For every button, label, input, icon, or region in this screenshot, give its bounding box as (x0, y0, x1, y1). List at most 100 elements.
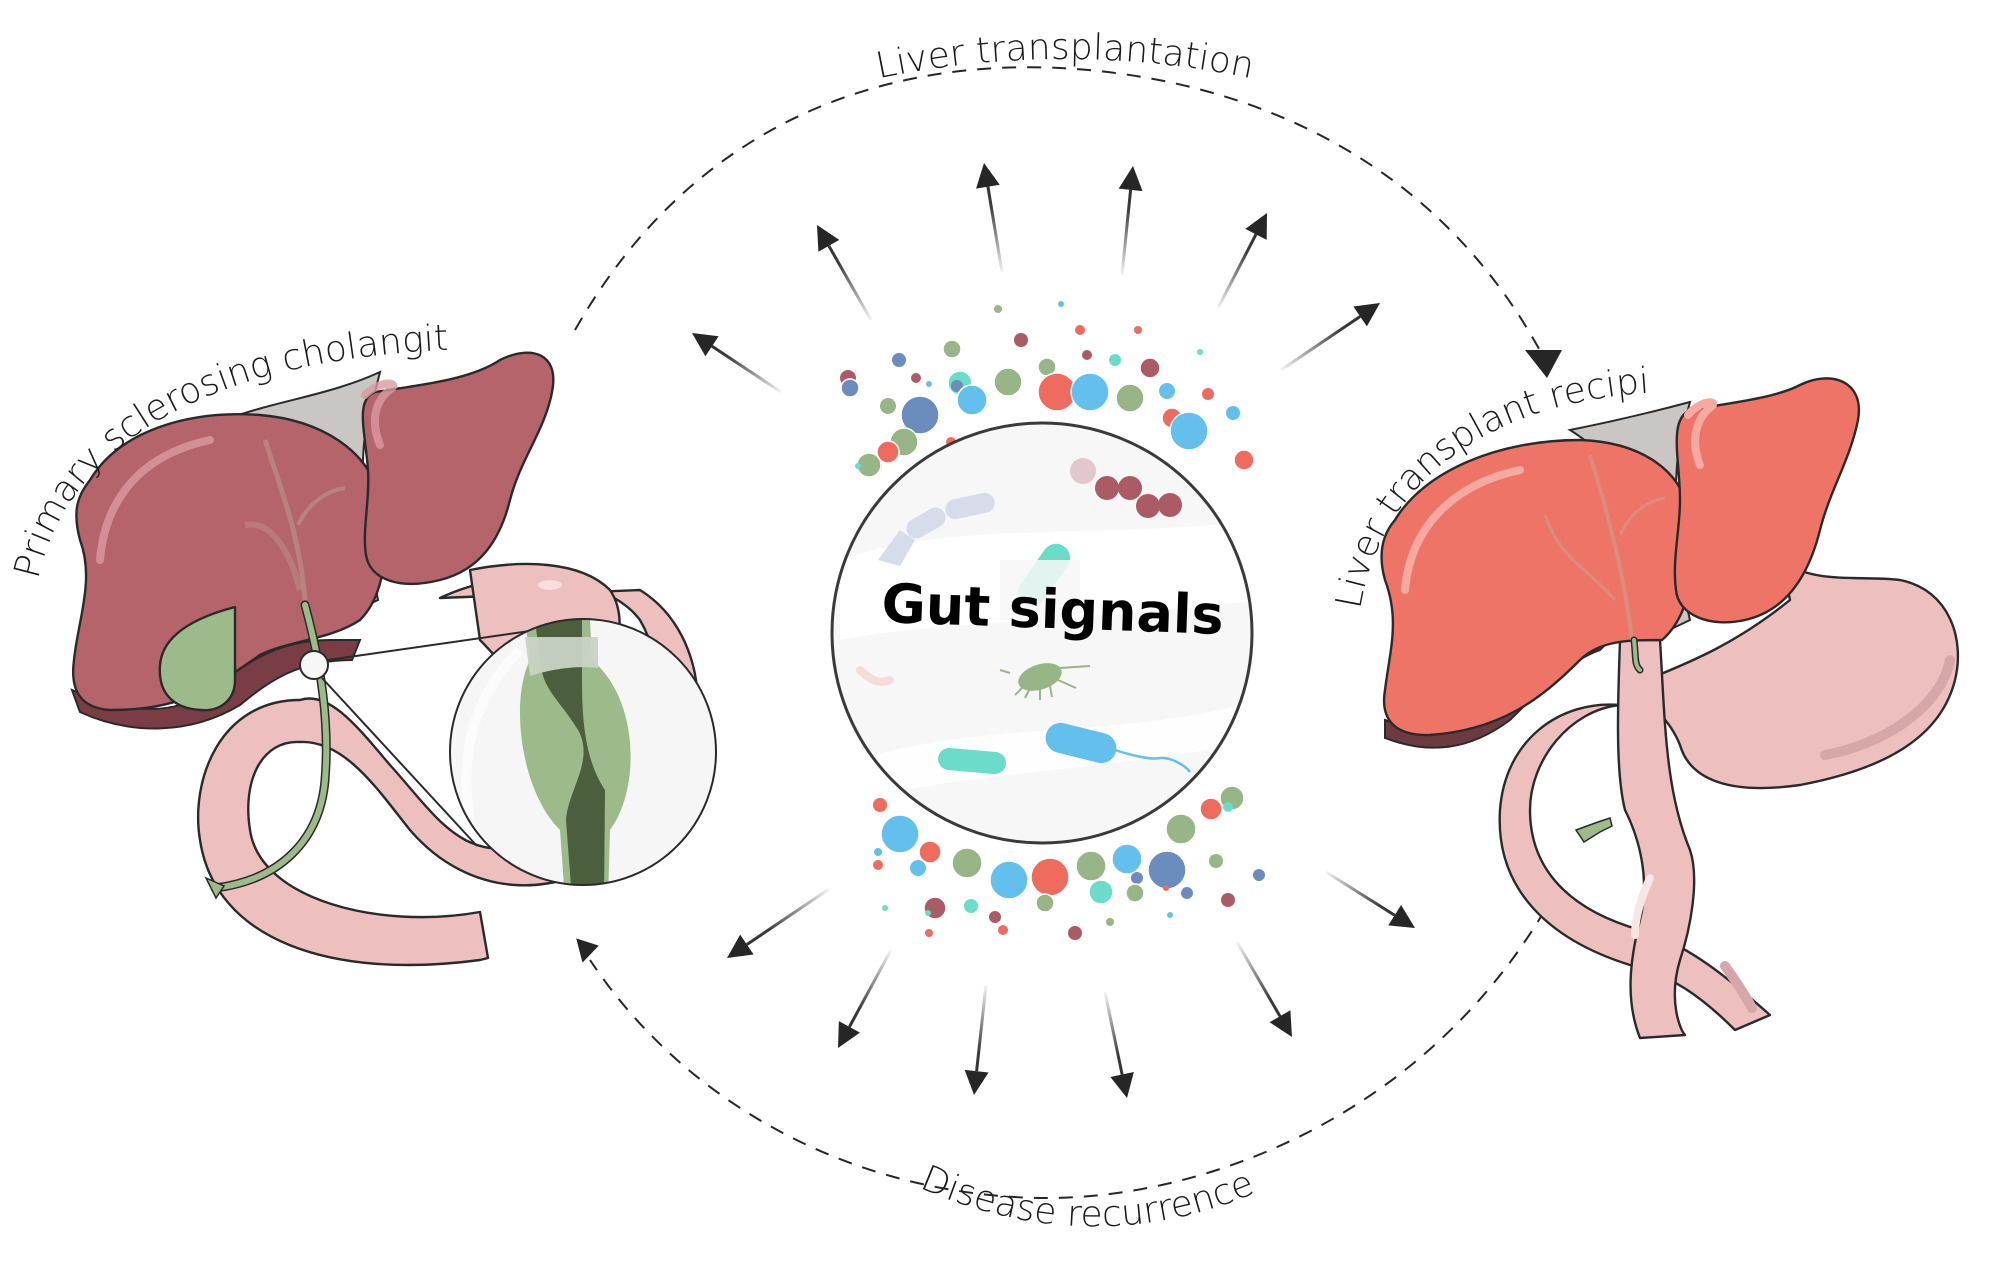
metabolite-bubble (1209, 854, 1223, 868)
metabolite-bubble (873, 798, 887, 812)
metabolite-bubble (873, 860, 883, 870)
gut-signals-title: Gut signals (881, 572, 1225, 647)
metabolite-bubble (1199, 797, 1223, 821)
metabolite-bubble (993, 367, 1023, 397)
signal-arrow-head (1353, 303, 1380, 327)
psc-liver-illustration (70, 351, 717, 967)
metabolite-bubble (925, 929, 933, 937)
liver-underside-shadow (70, 639, 362, 730)
signal-arrow-shaft (746, 887, 830, 946)
bile-duct-stricture-lens (449, 618, 717, 886)
metabolite-bubble (989, 911, 1001, 923)
roux-limb (1616, 638, 1696, 1040)
metabolite-bubble (951, 847, 983, 879)
metabolite-bubble (964, 899, 978, 913)
signal-arrow-head (1269, 1010, 1292, 1037)
signal-arrow-shaft (1120, 189, 1133, 276)
metabolite-bubble (1111, 843, 1143, 875)
metabolite-bubble (880, 398, 896, 414)
gut-signal-arrows (692, 163, 1415, 1098)
metabolite-bubble (1233, 449, 1255, 471)
metabolite-bubble (989, 860, 1029, 900)
metabolite-bubble (1147, 850, 1187, 890)
recurrence-arc (589, 909, 1546, 1200)
liver-left-lobe (361, 351, 555, 585)
gallbladder (158, 605, 237, 712)
metabolite-bubble (1125, 883, 1145, 903)
metabolite-bubble (882, 905, 888, 911)
metabolite-bubble (910, 860, 926, 876)
metabolite-bubble (1088, 879, 1114, 905)
metabolite-bubble (942, 339, 962, 359)
transplantation-arc-arrowhead (1525, 350, 1562, 378)
signal-arrow-shaft (848, 949, 893, 1028)
signal-arrow-head (692, 333, 719, 357)
signal-arrow-head (1110, 1072, 1134, 1098)
gut-lumen-circle: Gut signals (830, 421, 1254, 845)
metabolite-bubble (1109, 354, 1121, 366)
metabolite-bubble (956, 384, 988, 416)
metabolite-bubble (1197, 349, 1203, 355)
metabolite-bubble (1106, 918, 1114, 926)
signal-arrow-head (964, 1069, 989, 1095)
transplant-liver-right-lobe (1380, 438, 1694, 737)
metabolite-bubble (1082, 350, 1092, 360)
metabolite-bubble (880, 814, 920, 854)
metabolite-bubble (918, 840, 942, 864)
metabolite-bubble (1253, 869, 1265, 881)
metabolite-bubble (998, 925, 1008, 935)
metabolite-bubble (1165, 813, 1197, 845)
metabolite-bubble (1159, 383, 1175, 399)
signal-arrow-shaft (1235, 941, 1282, 1017)
metabolite-bubble (1030, 857, 1070, 897)
metabolite-bubble (892, 353, 906, 367)
anastomosis-bile-duct (1574, 817, 1613, 844)
signal-arrow-shaft (1325, 870, 1396, 917)
cocci-chain (1070, 458, 1182, 518)
liver-right-lobe (71, 413, 386, 712)
signal-arrow-head (1245, 213, 1267, 240)
recurrence-arc-arrowhead (576, 938, 599, 963)
signal-arrow-head (838, 1021, 860, 1048)
metabolite-bubble (1221, 893, 1235, 907)
metabolite-bubble (1226, 406, 1240, 420)
signal-arrow-shaft (1216, 233, 1258, 309)
metabolite-bubble (1058, 301, 1064, 307)
signal-arrow-head (976, 163, 1000, 189)
label-liver-transplantation: Liver transplantation (872, 27, 1257, 87)
metabolite-bubble (900, 395, 940, 435)
signal-arrow-head (1388, 905, 1415, 928)
signal-arrow-shaft (1103, 991, 1124, 1075)
metabolite-bubble (1115, 383, 1145, 413)
metabolite-bubble (874, 848, 882, 856)
metabolite-bubble (1163, 885, 1169, 891)
metabolite-bubble (925, 910, 931, 916)
label-disease-recurrence: Disease recurrence (915, 1158, 1259, 1236)
rod-bacterium-teal-lower (938, 747, 1006, 775)
metabolite-bubble (1139, 357, 1161, 379)
signal-arrow-shaft (986, 186, 1004, 273)
metabolite-bubble (1075, 850, 1107, 882)
spiky-microbe (999, 663, 1091, 700)
metabolite-bubble (855, 463, 861, 469)
metabolite-bubble (1075, 325, 1085, 335)
signal-arrow-head (727, 934, 754, 958)
metabolite-bubble (1167, 912, 1173, 918)
metabolite-bubble (1202, 388, 1214, 400)
metabolite-bubble (1068, 926, 1082, 940)
metabolite-bubbles (840, 301, 1265, 940)
flagellated-bacterium (1045, 722, 1192, 773)
metabolite-bubble (1035, 893, 1055, 913)
metabolite-bubble (911, 373, 921, 383)
metabolite-bubble (1131, 872, 1143, 884)
metabolite-bubble (1181, 887, 1193, 899)
transplantation-arc (574, 66, 1546, 361)
metabolite-bubble (926, 381, 932, 387)
metabolite-bubble (1223, 802, 1233, 812)
metabolite-bubble (876, 440, 900, 464)
stricture-marker (299, 650, 329, 680)
signal-arrow-head (1118, 166, 1143, 192)
signal-arrow-shaft (827, 245, 873, 321)
signal-arrow-shaft (711, 345, 782, 394)
